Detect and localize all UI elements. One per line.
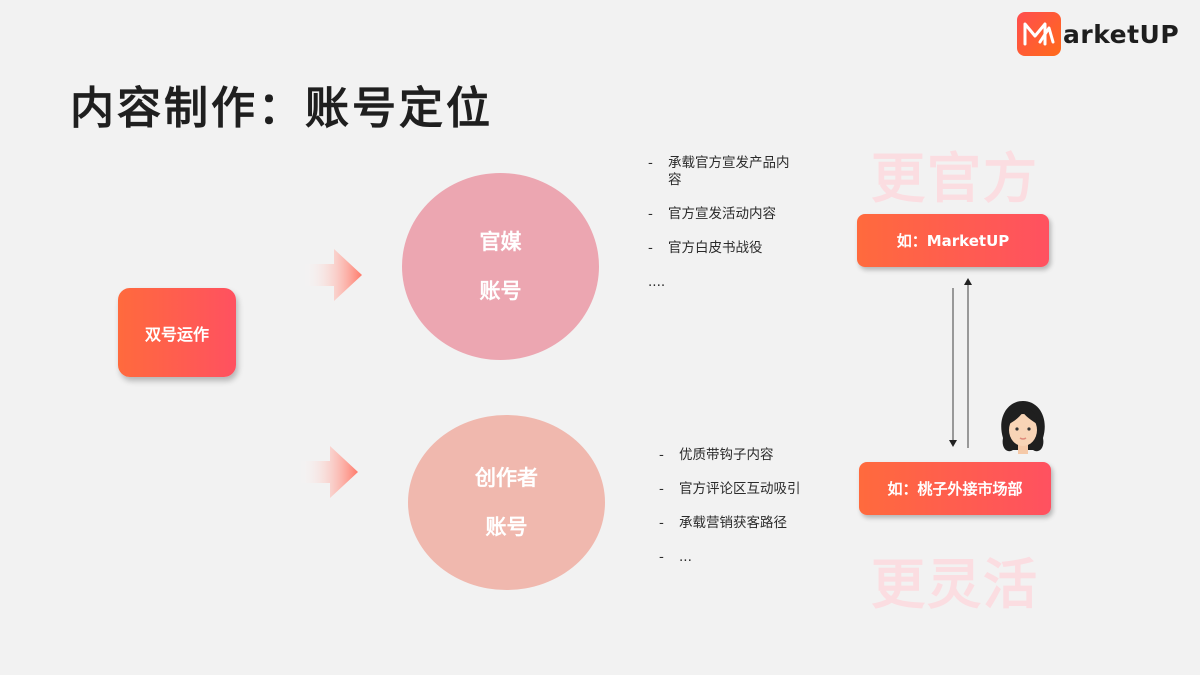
avatar-girl-icon: [1001, 401, 1045, 454]
circle-title: 官媒: [479, 229, 522, 254]
creator-points-list: -优质带钩子内容 -官方评论区互动吸引 -承载营销获客路径 -...: [659, 447, 804, 583]
page-title: 内容制作：账号定位: [70, 83, 493, 134]
creator-account-circle: 创作者 账号: [408, 415, 605, 590]
bidirectional-arrows-icon: [949, 278, 972, 448]
brand-name: arketUP: [1063, 19, 1180, 49]
arrow-right-icon: [298, 446, 358, 498]
example-creator-tag: 如：桃子外接市场部: [859, 462, 1051, 515]
list-item: -承载官方宣发产品内容: [648, 155, 790, 188]
example-official-tag: 如：MarketUP: [857, 214, 1049, 267]
circle-subtitle: 账号: [485, 514, 528, 539]
list-item: -官方白皮书战役: [648, 240, 763, 256]
list-item-more: ....: [648, 274, 666, 290]
list-item: -优质带钩子内容: [659, 447, 774, 463]
list-item: -官方评论区互动吸引: [659, 481, 801, 497]
dual-account-node: 双号运作: [118, 288, 236, 377]
list-item-more: -...: [659, 549, 692, 565]
official-points-list: -承载官方宣发产品内容 -官方宣发活动内容 -官方白皮书战役 ....: [648, 155, 798, 308]
watermark-official: 更官方: [871, 147, 1039, 210]
circle-title: 创作者: [475, 465, 538, 490]
brand-logo: arketUP: [1017, 12, 1179, 56]
list-item: -官方宣发活动内容: [648, 206, 776, 222]
list-item: -承载营销获客路径: [659, 515, 787, 531]
circle-subtitle: 账号: [479, 278, 522, 303]
arrow-right-icon: [302, 249, 362, 301]
official-account-circle: 官媒 账号: [402, 173, 599, 360]
marketup-logo-icon: [1017, 12, 1061, 56]
watermark-flexible: 更灵活: [871, 553, 1039, 616]
